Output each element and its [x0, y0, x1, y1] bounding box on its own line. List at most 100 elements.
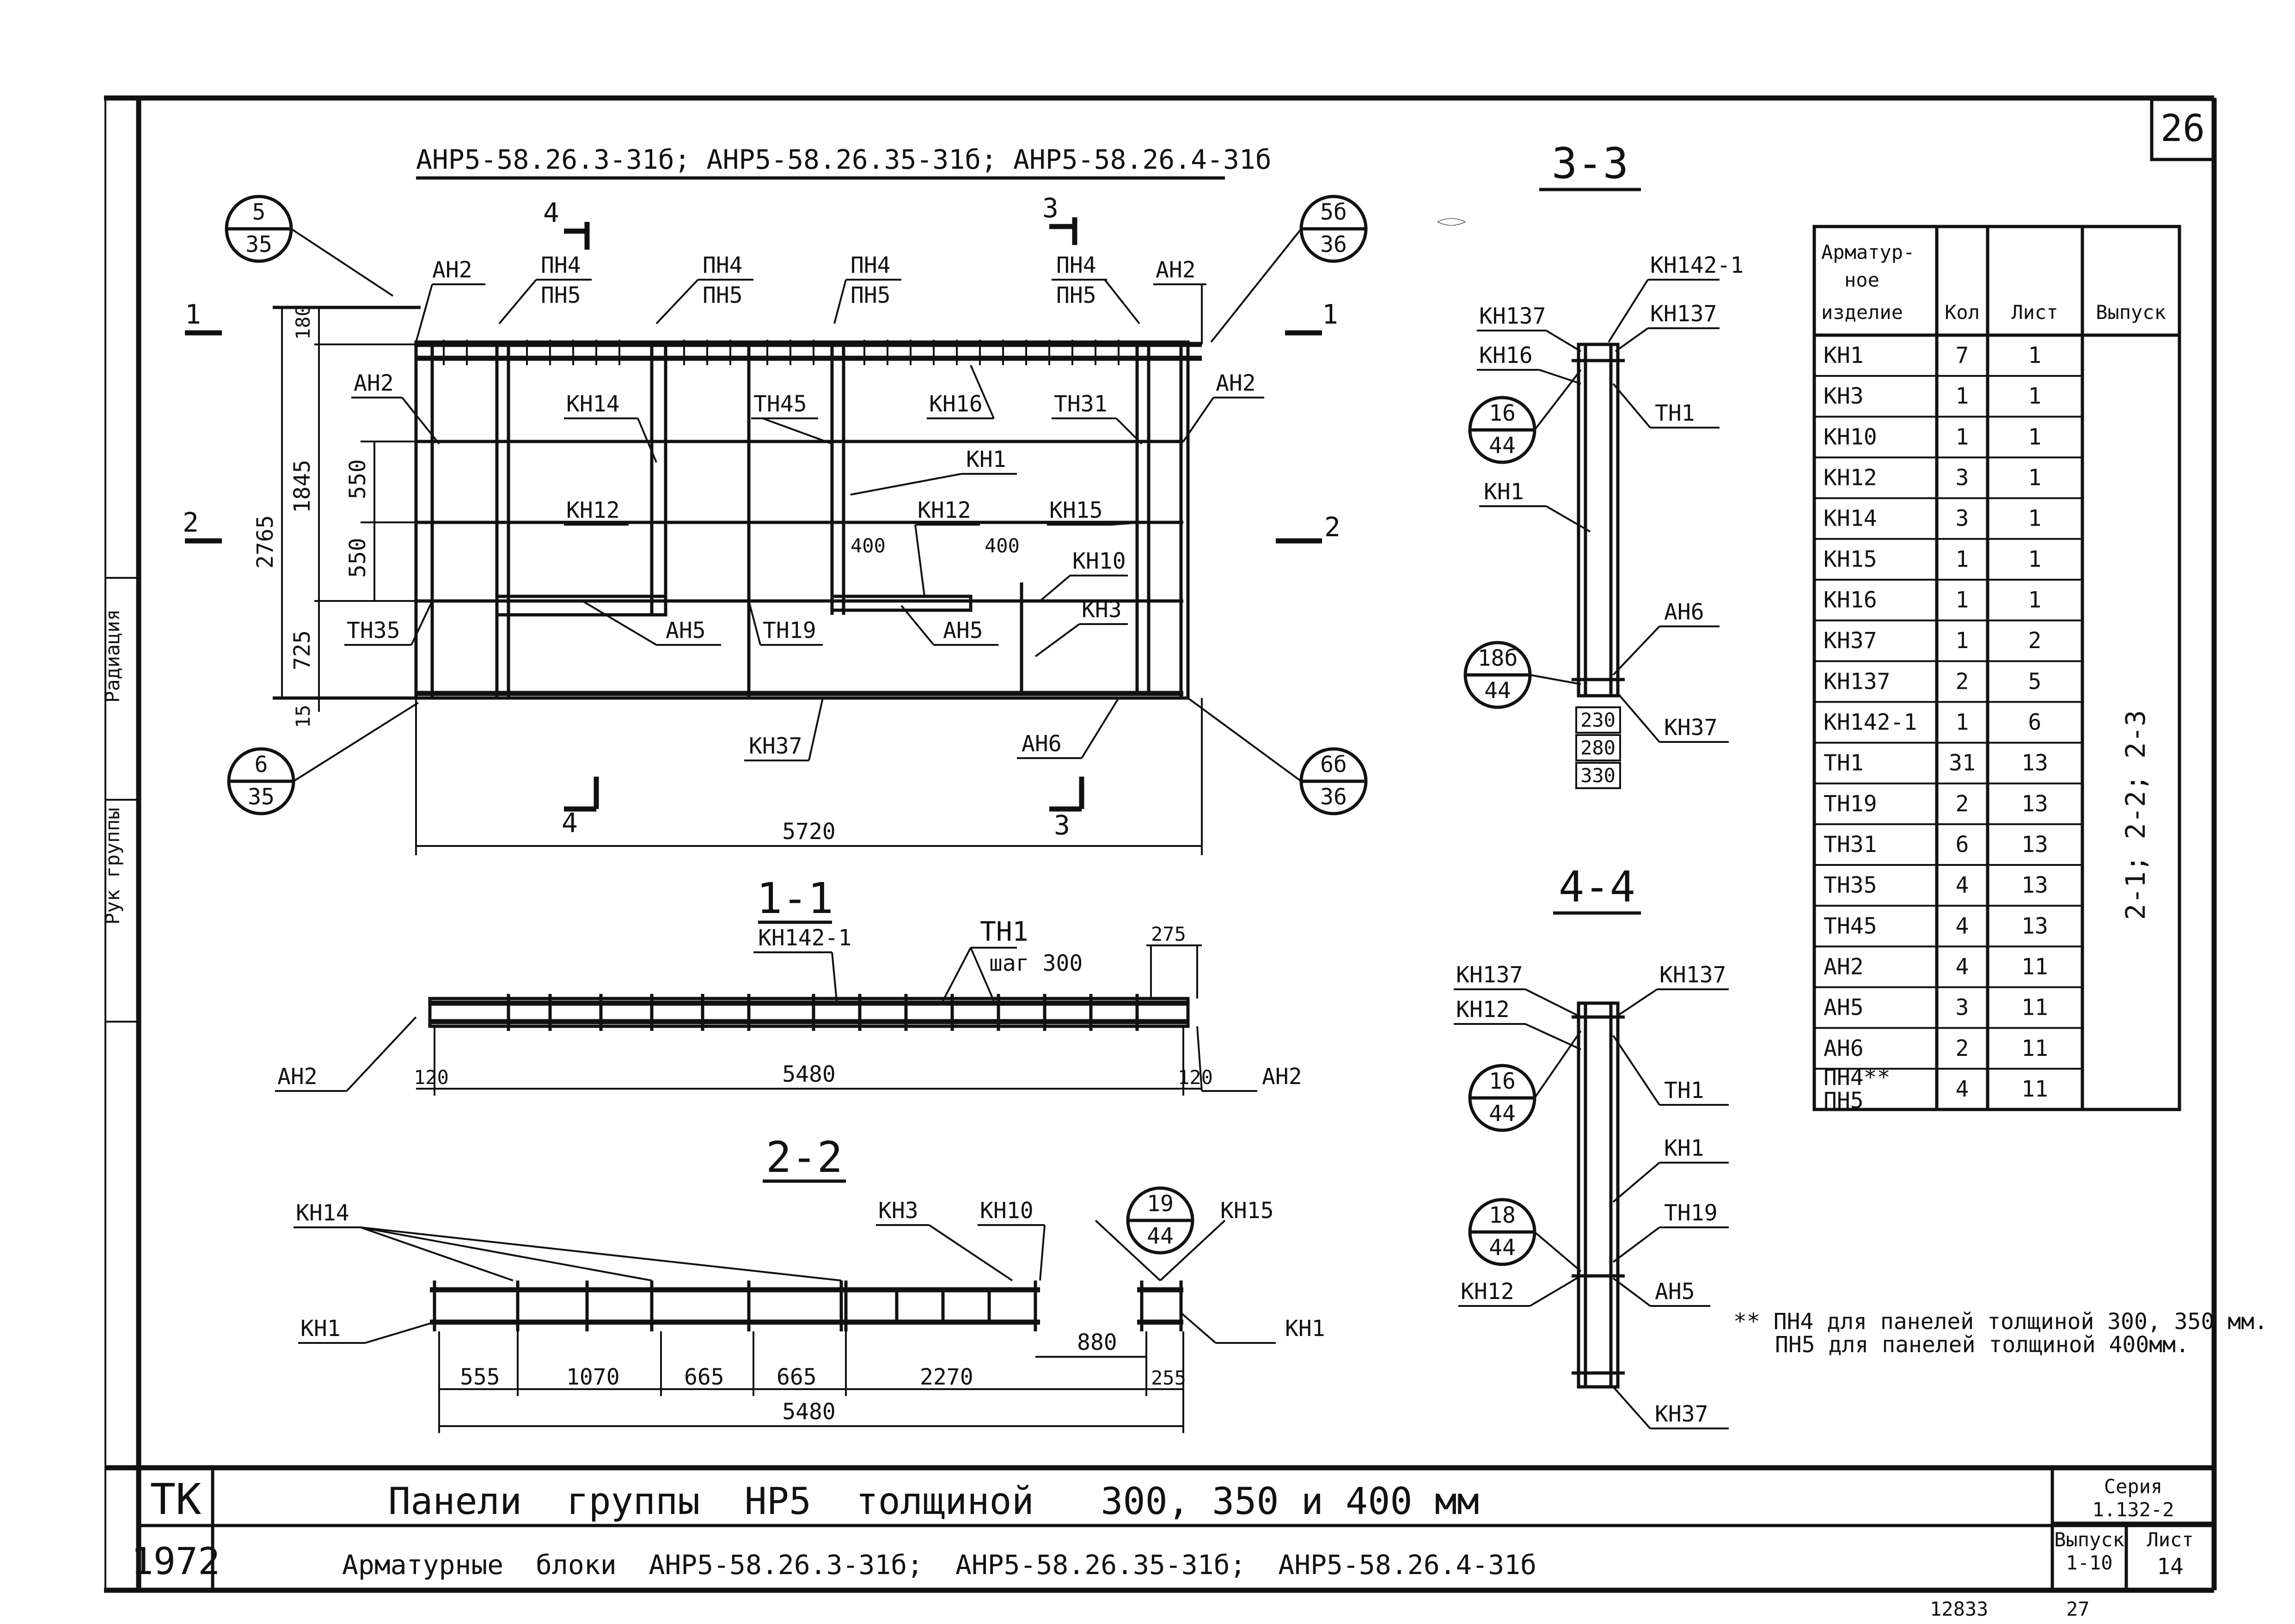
dim-255: 255 [1151, 1367, 1186, 1389]
label-pn4-4: ПН4 [1056, 252, 1096, 278]
table-cell-item: АН2 [1824, 954, 1864, 980]
label-tn1: ТН1 [1655, 400, 1695, 426]
label-tn19: ТН19 [763, 618, 816, 643]
page-number-bottom: 27 [2066, 1598, 2090, 1620]
label-kn1: КН1 [1664, 1135, 1704, 1161]
svg-text:6б: 6б [1320, 752, 1347, 778]
label-kn137-right: КН137 [1650, 301, 1717, 327]
dim-1845: 1845 [289, 460, 315, 513]
svg-text:36: 36 [1320, 232, 1347, 257]
dim-550b: 550 [345, 538, 371, 578]
dim-5720: 5720 [782, 819, 836, 845]
sheet-number: 26 [2160, 107, 2205, 150]
table-cell-list: 6 [2028, 710, 2042, 735]
section-1-1-title: 1-1 [757, 874, 833, 923]
plan-labels: АН2 АН2 АН2 АН2 ПН4 ПН5 ПН4 ПН5 ПН4 ПН5 … [344, 252, 1264, 761]
table-header-vypusk: Выпуск [2096, 301, 2166, 324]
label-kn12: КН12 [566, 497, 620, 523]
label-kn10: КН10 [1072, 548, 1126, 574]
stamp-year: 1972 [131, 1540, 220, 1583]
table-cell-item: ТН35 [1824, 872, 1877, 898]
table-cell-list: 1 [2028, 465, 2042, 491]
label-kn142: КН142-1 [1650, 252, 1744, 278]
table-cell-item: КН16 [1824, 587, 1877, 613]
marker-6b-36: 6б 36 [1187, 697, 1368, 815]
marker-18b-44: 18б 44 [1463, 641, 1581, 709]
section-1-1: 1-1 КН142-1 ТН1 шаг 300 275 [275, 874, 1302, 1096]
svg-text:44: 44 [1147, 1223, 1174, 1249]
stamp-list-value: 14 [2157, 1554, 2184, 1580]
table-header-kol: Кол [1945, 301, 1980, 324]
marker-5b-36: 5б 36 [1210, 195, 1368, 343]
marker-16-44: 16 44 [1468, 369, 1582, 464]
label-kn16: КН16 [929, 391, 983, 417]
sheet-frame: 26 [104, 95, 2217, 1593]
section-4-4-title: 4-4 [1559, 862, 1635, 912]
dim-665a: 665 [684, 1364, 724, 1390]
label-tn31: ТН31 [1054, 391, 1108, 417]
svg-text:36: 36 [1320, 784, 1347, 810]
label-an2-left: АН2 [354, 370, 394, 396]
table-cell-item: КН1 [1824, 343, 1864, 368]
label-pn5-3: ПН5 [851, 282, 891, 308]
table-cell-item: КН10 [1824, 424, 1877, 450]
table-header-item-1: Арматур- [1821, 241, 1915, 264]
section-2-2: 2-2 КН14 КН3 КН10 [294, 1133, 1325, 1433]
dim-400a: 400 [851, 534, 886, 557]
svg-text:16: 16 [1489, 1068, 1516, 1094]
label-kn37: КН37 [1655, 1401, 1708, 1427]
footnote-line-1: ** ПН4 для панелей толщиной 300, 350 мм. [1733, 1309, 2268, 1335]
marker-6-35: 6 35 [227, 702, 419, 815]
table-cell-item: КН142-1 [1824, 710, 1917, 735]
label-step-300: шаг 300 [989, 950, 1083, 976]
table-cell-list: 13 [2021, 832, 2048, 858]
table-cell-kol: 2 [1956, 791, 1969, 817]
svg-text:6: 6 [255, 752, 268, 778]
thickness-330: 330 [1580, 764, 1616, 787]
label-pn5-2: ПН5 [703, 282, 743, 308]
label-an5: АН5 [1655, 1279, 1695, 1305]
label-kn14: КН14 [566, 391, 620, 417]
table-cell-kol: 3 [1956, 506, 1969, 532]
table-cell-list: 1 [2028, 546, 2042, 572]
label-kn37: КН37 [749, 733, 802, 759]
left-side-labels: Радиация Рук группы [101, 577, 139, 1023]
table-cell-list: 1 [2028, 424, 2042, 450]
table-cell-kol: 2 [1956, 668, 1969, 694]
stamp-tk: ТК [150, 1475, 202, 1524]
table-cell-kol: 1 [1956, 587, 1969, 613]
table-cell-item: КН14 [1824, 506, 1877, 532]
table-cell-kol: 3 [1956, 995, 1969, 1021]
label-an2-top-right: АН2 [1156, 257, 1196, 283]
dim-120-left: 120 [414, 1066, 449, 1089]
dim-2765: 2765 [252, 515, 278, 569]
svg-text:18б: 18б [1478, 645, 1518, 671]
table-cell-item: ТН31 [1824, 832, 1877, 858]
svg-text:16: 16 [1489, 400, 1516, 426]
label-kn1: КН1 [1484, 479, 1524, 505]
thickness-230: 230 [1580, 709, 1616, 731]
table-cell-item: КН15 [1824, 546, 1877, 572]
table-cell-kol: 31 [1949, 750, 1976, 776]
thickness-280: 280 [1580, 736, 1616, 759]
dim-1070: 1070 [566, 1364, 620, 1390]
table-cell-kol: 6 [1956, 832, 1969, 858]
marker-18-44: 18 44 [1468, 1198, 1582, 1272]
plan-view: 180 1845 2765 550 550 725 15 5720 400 40… [183, 192, 1368, 855]
table-cell-list: 13 [2021, 750, 2048, 776]
table-cell-list: 13 [2021, 791, 2048, 817]
dim-5480: 5480 [782, 1399, 836, 1425]
table-cell-list: 13 [2021, 872, 2048, 898]
dim-15: 15 [292, 705, 314, 728]
table-cell-list: 13 [2021, 913, 2048, 939]
label-kn1-right: КН1 [1285, 1316, 1325, 1342]
table-cell-kol: 1 [1956, 710, 1969, 735]
table-cell-list: 11 [2021, 1036, 2048, 1061]
svg-text:19: 19 [1147, 1191, 1174, 1217]
table-cell-list: 1 [2028, 383, 2042, 409]
stamp-seria-value: 1.132-2 [2092, 1498, 2174, 1521]
dim-275: 275 [1151, 923, 1186, 945]
marker-19-44: 19 44 [1095, 1186, 1226, 1281]
